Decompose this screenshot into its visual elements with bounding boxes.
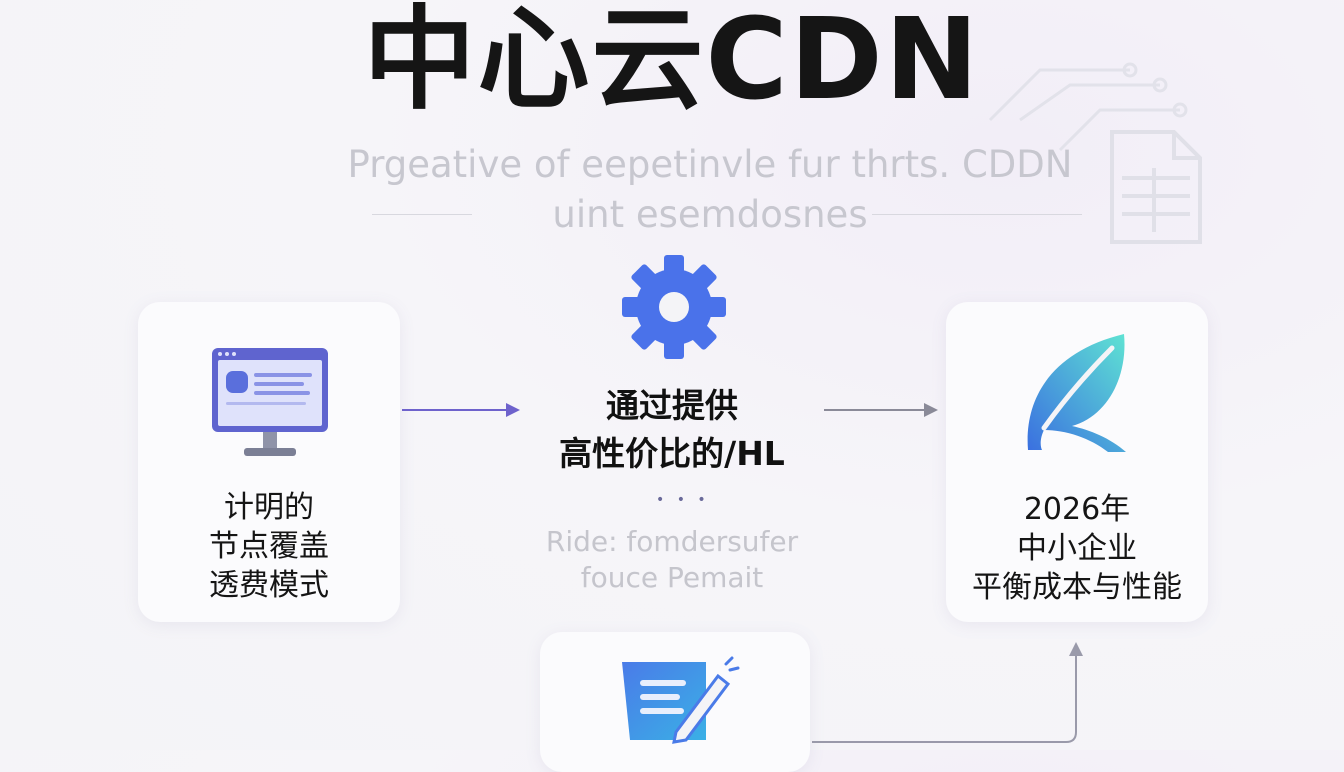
left-card-line-3: 透费模式	[209, 568, 329, 603]
left-card-line-1: 计明的	[224, 490, 314, 525]
center-line-1: 通过提供	[606, 386, 738, 425]
subtitle-rule-left	[372, 214, 472, 215]
left-card-text: 计明的 节点覆盖 透费模式	[138, 488, 400, 605]
leaf-icon	[1027, 334, 1126, 452]
center-dots: • • •	[656, 492, 710, 508]
center-text: 通过提供 高性价比的/HL	[522, 382, 822, 478]
left-card-line-2: 节点覆盖	[209, 529, 329, 564]
bottom-card	[540, 632, 810, 772]
center-ghost-line-2: fouce Pemait	[580, 561, 764, 594]
right-card-line-3: 平衡成本与性能	[972, 570, 1182, 605]
right-card: 2026年 中小企业 平衡成本与性能	[946, 302, 1208, 622]
center-ghost-text: Ride: fomdersufer fouce Pemait	[522, 524, 822, 596]
subtitle-line-2: uint esemdosnes	[552, 193, 868, 236]
right-card-text: 2026年 中小企业 平衡成本与性能	[946, 490, 1208, 607]
background-circuit-decoration	[988, 62, 1188, 152]
center-ghost-line-1: Ride: fomdersufer	[545, 525, 799, 558]
gear-icon	[622, 255, 726, 359]
arrow-bottom-to-right	[812, 642, 1083, 743]
subtitle: Prgeative of eepetinvle fur thrts. CDDN …	[260, 140, 1160, 240]
center-line-2: 高性价比的/HL	[559, 434, 785, 473]
monitor-icon	[212, 348, 328, 456]
right-card-line-1: 2026年	[1023, 492, 1131, 527]
page-title: 中心云CDN	[363, 0, 981, 125]
subtitle-line-1: Prgeative of eepetinvle fur thrts. CDDN	[347, 143, 1073, 186]
background-document-icon	[1110, 130, 1202, 244]
arrow-center-to-right	[824, 403, 938, 417]
right-card-line-2: 中小企业	[1017, 531, 1137, 566]
arrow-left-to-center	[402, 403, 520, 417]
document-edit-icon	[622, 656, 740, 744]
left-card: 计明的 节点覆盖 透费模式	[138, 302, 400, 622]
subtitle-rule-right	[872, 214, 1082, 215]
